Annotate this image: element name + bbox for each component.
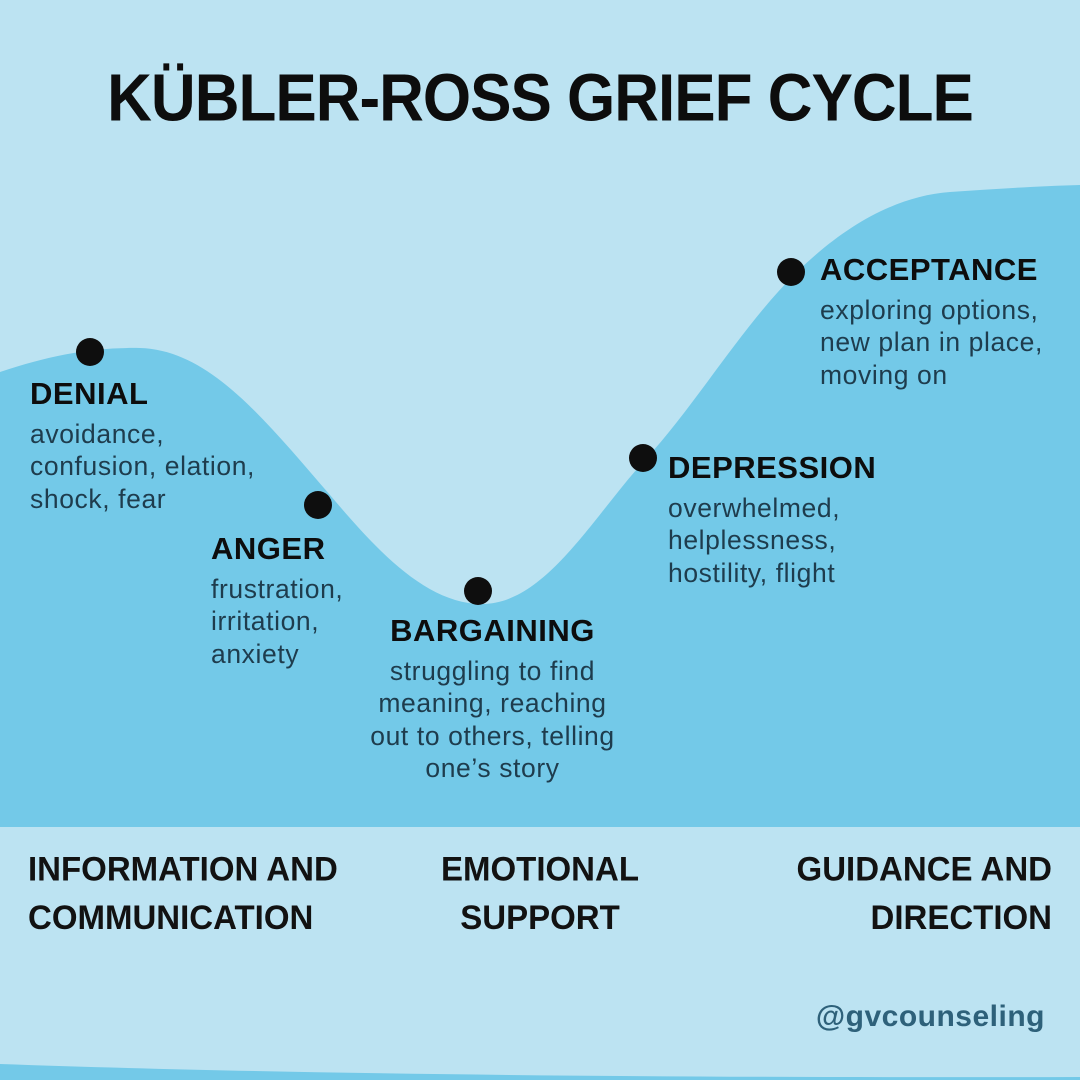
stage-acceptance-label: ACCEPTANCE xyxy=(820,252,1038,287)
phase-guidance-direction: GUIDANCE AND DIRECTION xyxy=(796,849,1052,937)
phase-emotional-support: EMOTIONAL SUPPORT xyxy=(441,849,639,937)
stage-anger: ANGER frustration, irritation, anxiety xyxy=(211,531,471,670)
stage-denial-label: DENIAL xyxy=(30,376,149,411)
page-title: KÜBLER-ROSS GRIEF CYCLE xyxy=(107,61,974,136)
stage-depression-label: DEPRESSION xyxy=(668,450,877,485)
stage-bargaining: BARGAINING struggling to find meaning, r… xyxy=(360,613,625,784)
denial-dot xyxy=(76,338,104,366)
acceptance-dot xyxy=(777,258,805,286)
bargaining-dot xyxy=(464,577,492,605)
bottom-wave-accent xyxy=(0,1064,1080,1080)
stage-denial: DENIAL avoidance, confusion, elation, sh… xyxy=(30,376,310,515)
stage-depression: DEPRESSION overwhelmed, helplessness, ho… xyxy=(668,450,948,589)
stage-denial-description: avoidance, confusion, elation, shock, fe… xyxy=(30,419,256,514)
stage-bargaining-label: BARGAINING xyxy=(390,613,595,648)
anger-dot xyxy=(304,491,332,519)
stage-acceptance-description: exploring options, new plan in place, mo… xyxy=(820,295,1043,390)
social-handle: @gvcounseling xyxy=(815,1000,1045,1033)
stage-anger-description: frustration, irritation, anxiety xyxy=(211,574,344,669)
stage-depression-description: overwhelmed, helplessness, hostility, fl… xyxy=(668,493,841,588)
stage-bargaining-description: struggling to find meaning, reaching out… xyxy=(370,656,615,783)
stage-acceptance: ACCEPTANCE exploring options, new plan i… xyxy=(820,252,1080,391)
wave-path xyxy=(0,185,1080,827)
depression-dot xyxy=(629,444,657,472)
stage-anger-label: ANGER xyxy=(211,531,326,566)
phase-information-communication: INFORMATION AND COMMUNICATION xyxy=(28,849,338,937)
